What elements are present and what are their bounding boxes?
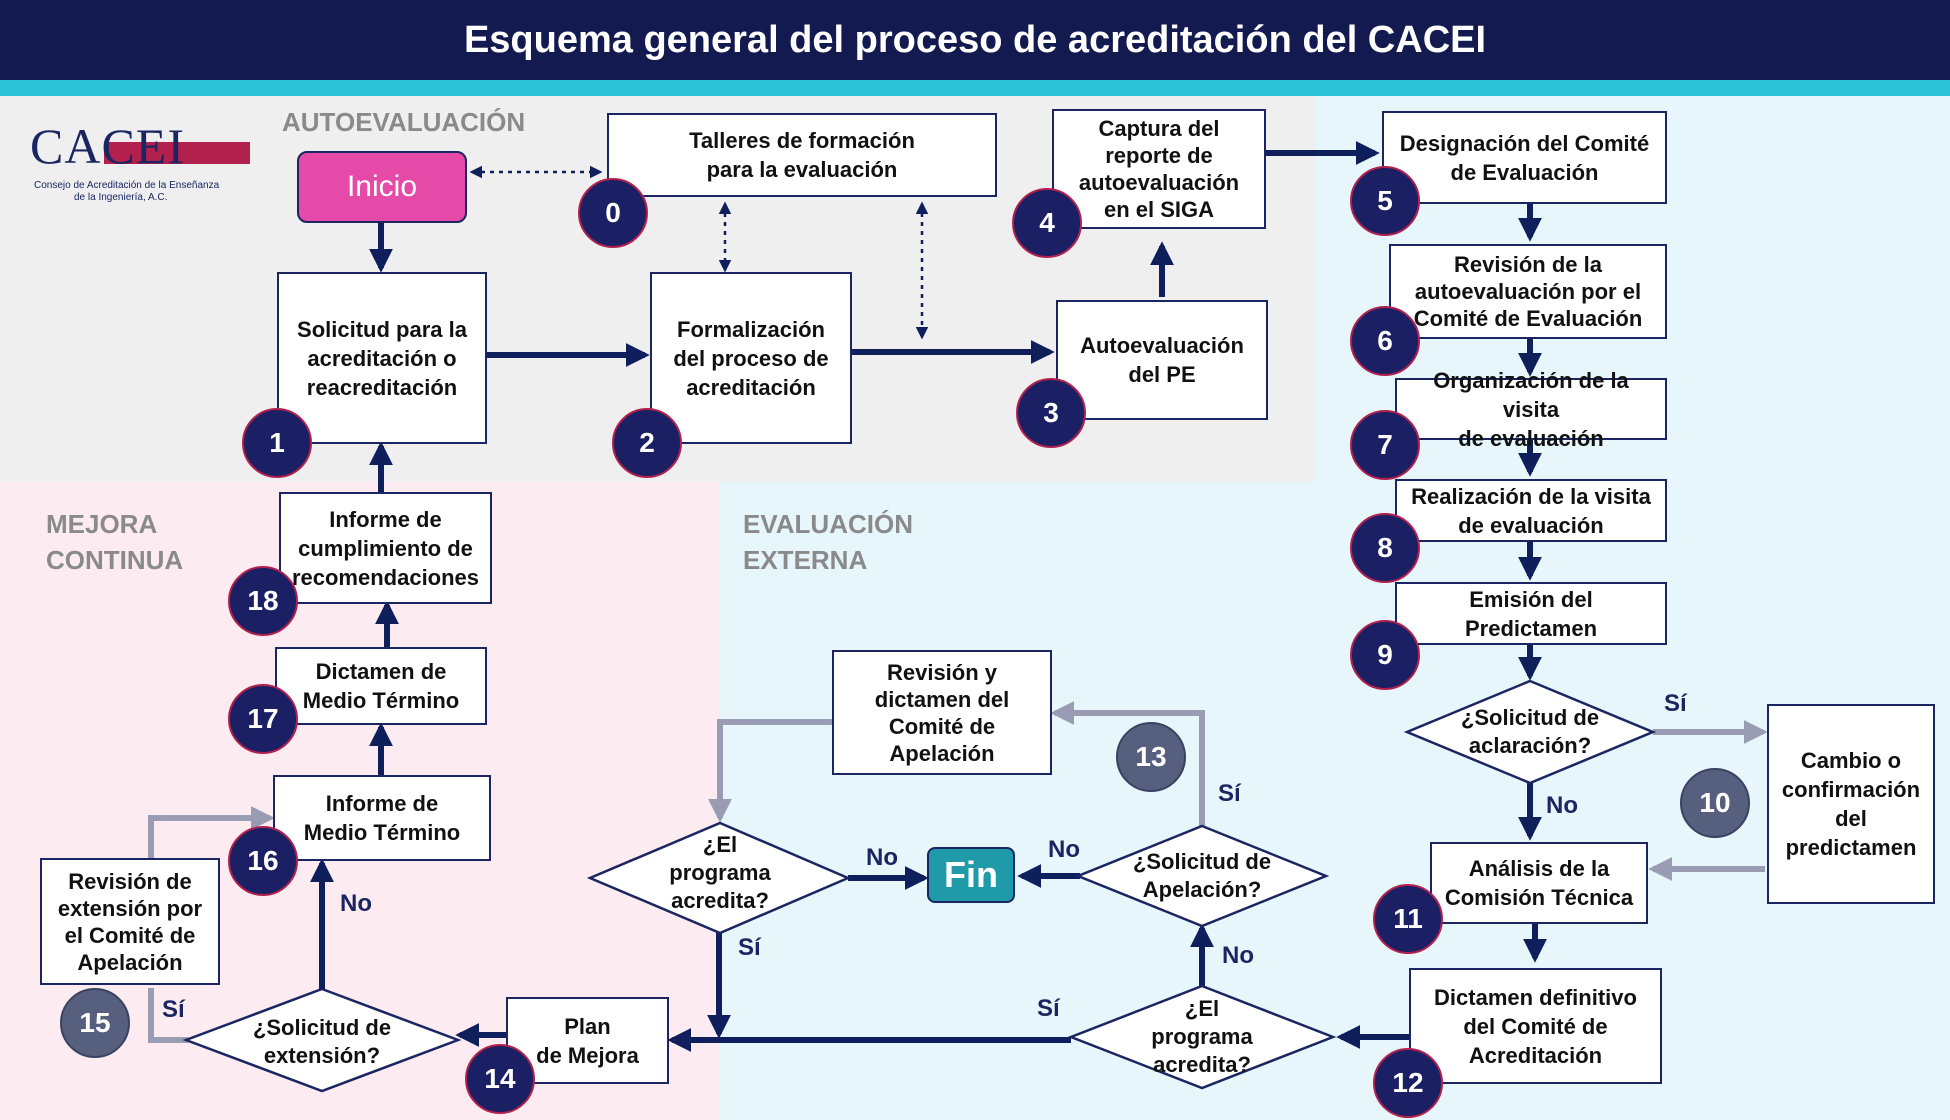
edge-label-aclaracion-no: No [1546,792,1578,819]
step-16-badge: 16 [228,826,298,896]
decision-acredita-right-shape [1067,984,1337,1090]
edge-label-acredita-right-si: Sí [1037,995,1060,1022]
arrow-apelacion-si-to-13 [1050,701,1205,826]
decision-extension-shape [182,987,462,1093]
cacei-logo: CACEI Consejo de Acreditación de la Ense… [30,118,250,208]
step-9-box: Emisión del Predictamen [1395,582,1667,645]
logo-subtitle: Consejo de Acreditación de la Enseñanza … [34,180,220,203]
arrow-15-to-16 [148,806,275,858]
step-4-badge: 4 [1012,188,1082,258]
edge-label-acredita-right-no: No [1222,942,1254,969]
step-5-badge: 5 [1350,166,1420,236]
step-18-badge: 18 [228,566,298,636]
logo-wordmark: CACEI [30,118,185,174]
page-title: Esquema general del proceso de acreditac… [0,0,1950,80]
step-14-badge: 14 [465,1044,535,1114]
arrow-extension-si-to-15 [148,988,188,1043]
step-7-badge: 7 [1350,410,1420,480]
decision-acredita-left-shape [586,821,852,935]
step-10-badge: 10 [1680,768,1750,838]
step-9-badge: 9 [1350,620,1420,690]
step-1-badge: 1 [242,408,312,478]
step-15-badge: 15 [60,988,130,1058]
step-2-badge: 2 [612,408,682,478]
edge-label-acredita-left-no: No [866,844,898,871]
step-11-badge: 11 [1373,884,1443,954]
end-node: Fin [927,847,1015,903]
edge-label-extension-no: No [340,890,372,917]
step-17-badge: 17 [228,684,298,754]
edge-label-apelacion-si: Sí [1218,780,1241,807]
edge-label-aclaracion-si: Sí [1664,690,1687,717]
section-mejora-continua: MEJORA CONTINUA [46,509,184,575]
edge-label-acredita-left-si: Sí [738,934,761,961]
edge-label-extension-si: Sí [162,996,185,1023]
step-3-badge: 3 [1016,378,1086,448]
start-node: Inicio [297,151,467,223]
step-13-badge: 13 [1116,722,1186,792]
step-12-badge: 12 [1373,1048,1443,1118]
section-evaluacion-externa: EVALUACIÓN EXTERNA [743,509,913,575]
decision-apelacion-shape [1074,824,1330,928]
step-8-badge: 8 [1350,513,1420,583]
accent-band [0,80,1950,96]
section-autoevaluacion: AUTOEVALUACIÓN [282,107,526,137]
step-0-badge: 0 [578,178,648,248]
edge-label-apelacion-no: No [1048,836,1080,863]
decision-aclaracion-shape [1403,679,1657,785]
arrow-13-to-acredita-left [708,719,832,823]
step-6-badge: 6 [1350,306,1420,376]
